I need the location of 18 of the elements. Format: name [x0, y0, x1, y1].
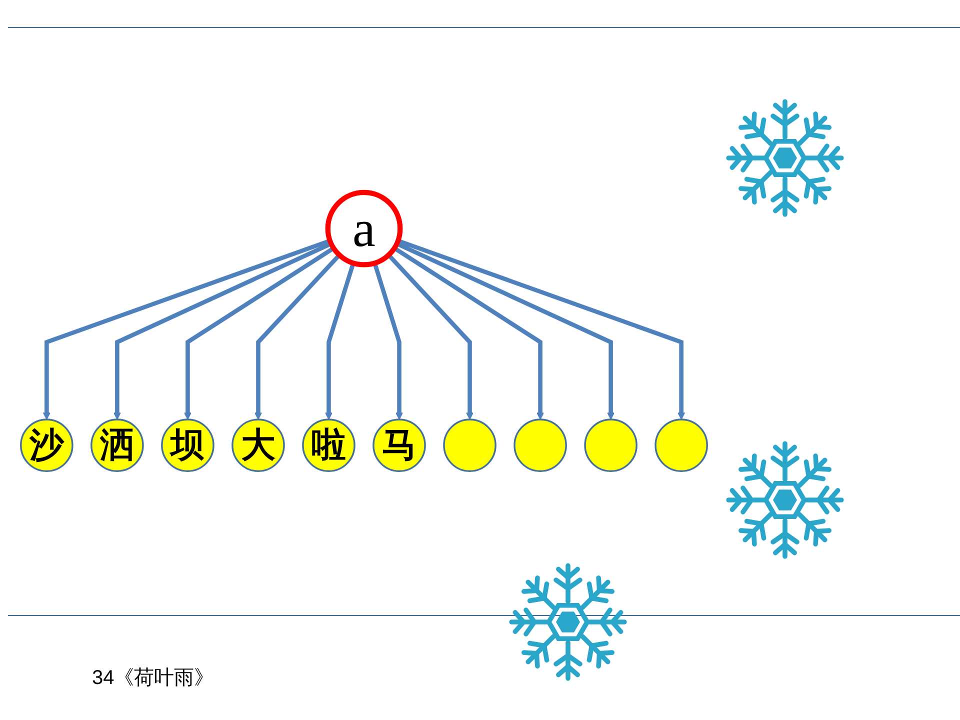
node-circle: 大 — [232, 418, 285, 472]
node-circle: a — [325, 189, 403, 267]
arrow — [254, 253, 341, 420]
node-circle — [514, 418, 567, 472]
node-circle — [654, 418, 708, 472]
arrow — [113, 241, 332, 420]
arrow — [393, 246, 544, 420]
node-circle — [584, 418, 638, 472]
node-circle: 马 — [372, 418, 426, 472]
footer-text: 34《荷叶雨》 — [92, 666, 214, 691]
node-circle — [443, 418, 496, 472]
arrow — [396, 241, 615, 420]
node-circle: 沙 — [20, 418, 74, 472]
node-circle: 洒 — [90, 418, 144, 472]
node-circle: 坝 — [161, 418, 214, 472]
arrow — [387, 253, 474, 420]
arrow — [184, 246, 335, 420]
node-circle: 啦 — [302, 418, 356, 472]
